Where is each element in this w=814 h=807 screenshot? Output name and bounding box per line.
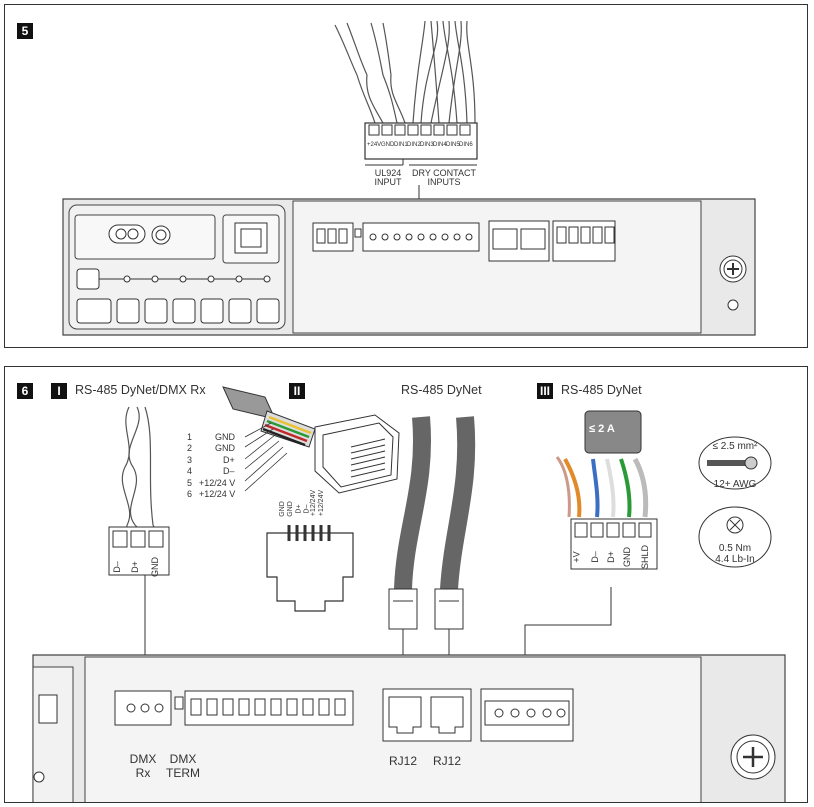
dmx-pin-3: GND [150,557,160,577]
dynet-pin-5: SHLD [640,544,651,570]
port-rj12-b: RJ12 [432,754,461,768]
section-ii-badge: II [289,383,305,399]
torque-lbin: 4.4 Lb-In [715,554,755,565]
pinout-num-2: 2 [187,443,193,453]
pinout-num-4: 4 [187,466,193,476]
rj12-cable-b [440,416,476,590]
pinout-num-5: 5 [187,478,193,488]
panel-6-drawing [32,386,786,802]
terminal-pin-7: DIN5 [446,142,460,148]
terminal-pin-2: GND [381,142,395,148]
section-iii-badge: III [537,383,553,399]
terminal-pin-6: DIN4 [433,142,447,148]
step-badge-6: 6 [17,383,33,399]
pinout-sig-4: D– [223,466,235,476]
terminal-slots [368,124,471,136]
wire-awg: 12+ AWG [713,479,757,490]
current-limit: ≤ 2 A [589,423,615,435]
middle-title: RS-485 DyNet [401,383,482,397]
ul924-label: UL924 [374,168,402,178]
dmx-pin-2: D+ [129,561,140,573]
dynet-pin-1: +V [571,551,582,563]
panel-6: 6 I RS-485 DyNet/DMX Rx II RS-485 DyNet … [4,366,808,803]
flat-cable [222,386,316,448]
panel-5-drawing [62,20,756,336]
ul924-cable [334,22,406,124]
dry-contact-cable [412,20,476,124]
pinout-num-1: 1 [187,432,193,442]
section-iii-title: RS-485 DyNet [561,383,642,397]
dynet-pin-2: D– [589,551,600,563]
rj12-cable-a [394,416,431,590]
indicator-leds [123,275,271,283]
torque-icon [698,506,772,568]
section-i-badge: I [51,383,67,399]
step-badge-5: 5 [17,23,33,39]
torque-nm: 0.5 Nm [718,543,752,554]
port-dmx-term-line2: TERM [166,766,200,780]
pinout-num-3: 3 [187,455,193,465]
terminal-pin-4: DIN2 [407,142,421,148]
dynet-cable [555,410,649,518]
port-rj12-a: RJ12 [388,754,417,768]
dry-contact-label: DRY CONTACT [411,168,476,178]
pinout-sig-5: +12/24 V [199,478,236,488]
port-dmx-term-line1: DMX [169,752,197,766]
rj-socket-front [266,532,354,612]
terminal-pin-3: DIN1 [394,142,408,148]
panel-5: 5 [4,4,808,348]
dynet-pin-3: D+ [605,551,616,563]
pinout-sig-2: GND [215,443,235,453]
port-dmx-rx-line2: Rx [135,766,151,780]
rj-plug [314,414,400,494]
keypad-buttons [76,298,280,324]
dry-contact-sub: INPUTS [427,177,461,187]
pinout-sig-1: GND [215,432,235,442]
pinout-sig-6: +12/24 V [199,489,236,499]
pinout-num-6: 6 [187,489,193,499]
terminal-pin-5: DIN3 [420,142,434,148]
dmx-pin-1: D– [111,561,122,573]
port-dmx-rx-line1: DMX [129,752,157,766]
terminal-pin-8: DIN6 [459,142,473,148]
wire-area: ≤ 2.5 mm² [712,441,758,452]
pinout-sig-3: D+ [223,455,235,465]
rj-top-pin-6: +12/24V [318,489,326,517]
section-i-title: RS-485 DyNet/DMX Rx [75,383,206,397]
dynet-pin-4: GND [622,547,632,567]
dmx-cable [121,406,156,530]
ul924-sub: INPUT [374,177,402,187]
terminal-pin-1: +24V [367,142,382,148]
